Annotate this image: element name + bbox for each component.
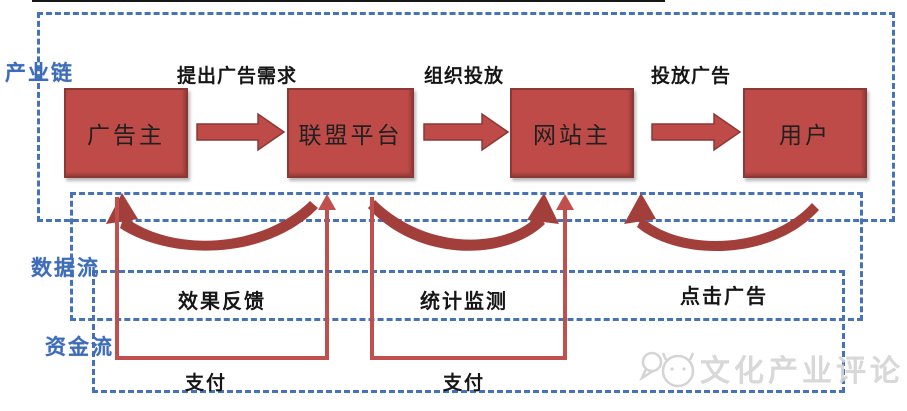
user-node: 用户 xyxy=(743,88,867,178)
payment-label-2: 支付 xyxy=(442,373,485,394)
industry-chain-label: 产业链 xyxy=(5,62,74,85)
website-owner-node-label: 网站主 xyxy=(533,123,611,148)
top-edge-line xyxy=(32,0,665,2)
monitor-label: 统计监测 xyxy=(420,291,508,313)
money-flow-label: 资金流 xyxy=(45,336,114,359)
click-ads-label: 点击广告 xyxy=(680,286,768,308)
user-node-label: 用户 xyxy=(779,123,831,148)
watermark-text: 文化产业评论 xyxy=(700,355,904,388)
feedback-label: 效果反馈 xyxy=(178,291,266,313)
alliance-platform-node: 联盟平台 xyxy=(287,88,414,178)
data-flow-label: 数据流 xyxy=(31,257,100,280)
demand-arrow-label: 提出广告需求 xyxy=(176,66,297,87)
advertiser-node: 广告主 xyxy=(64,88,188,178)
organize-arrow-label: 组织投放 xyxy=(423,66,504,87)
website-owner-node: 网站主 xyxy=(510,88,634,178)
payment-label-1: 支付 xyxy=(184,373,227,394)
alliance-platform-node-label: 联盟平台 xyxy=(298,123,403,148)
deliver-arrow-label: 投放广告 xyxy=(650,66,731,87)
advertiser-node-label: 广告主 xyxy=(87,123,165,148)
